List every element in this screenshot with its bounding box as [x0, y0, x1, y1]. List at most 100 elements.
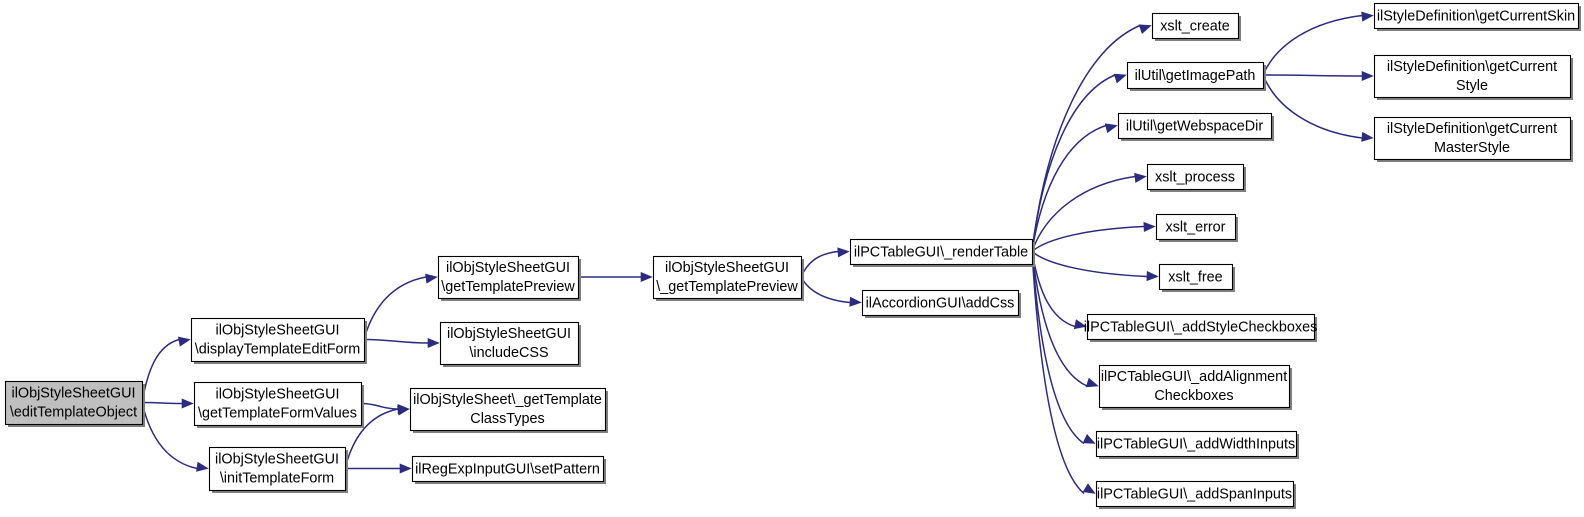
node-label-line1: ilStyleDefinition\getCurrent [1387, 121, 1557, 137]
graph-edge-editTemplateObject-to-getTemplateFormValues [141, 398, 194, 409]
node-label-line1: ilObjStyleSheetGUI [665, 260, 789, 276]
graph-node-getTemplatePreview[interactable]: ilObjStyleSheetGUI \getTemplatePreview [437, 255, 582, 302]
graph-node-setPattern[interactable]: ilRegExpInputGUI\setPattern [411, 455, 607, 485]
graph-node-xslt_error[interactable]: xslt_error [1155, 213, 1239, 243]
graph-edge-getImagePath-to-getCurrentSkin [1262, 11, 1374, 76]
node-rect[interactable] [1146, 163, 1245, 191]
node-rect[interactable] [652, 255, 803, 300]
graph-edge-_renderTable-to-_addAlignmentCheckboxes [1031, 251, 1099, 388]
node-rect[interactable] [208, 446, 347, 492]
node-label-line2: MasterStyle [1434, 140, 1510, 156]
node-label-line1: xslt_process [1155, 169, 1235, 185]
node-rect[interactable] [849, 238, 1034, 266]
node-label-line1: ilObjStyleSheetGUI [446, 260, 570, 276]
graph-node-_addSpanInputs[interactable]: ilPCTableGUI\_addSpanInputs [1095, 480, 1297, 510]
node-label-line1: ilObjStyleSheetGUI [216, 322, 340, 338]
node-rect[interactable] [193, 381, 363, 427]
edge-arrowhead [177, 336, 191, 347]
node-rect[interactable] [1373, 2, 1580, 30]
node-rect[interactable] [1098, 364, 1291, 409]
edge-arrowhead [1138, 24, 1152, 34]
edge-line [141, 402, 198, 470]
node-rect[interactable] [1151, 12, 1240, 40]
node-label-line1: ilPCTableGUI\_addAlignment [1101, 369, 1287, 385]
node-label-line1: ilUtil\getWebspaceDir [1126, 118, 1264, 134]
edge-arrowhead [849, 296, 862, 307]
node-label-line2: \displayTemplateEditForm [195, 341, 361, 357]
graph-node-_addStyleCheckboxes[interactable]: ilPCTableGUI\_addStyleCheckboxes [1084, 313, 1318, 343]
node-rect[interactable] [439, 321, 580, 366]
node-rect[interactable] [1095, 430, 1298, 458]
edge-arrowhead [1085, 377, 1099, 388]
edge-arrowhead [640, 271, 653, 283]
edge-line [1031, 251, 1085, 495]
node-rect[interactable] [1126, 61, 1265, 90]
graph-node-xslt_create[interactable]: xslt_create [1151, 12, 1242, 42]
node-label-line1: ilStyleDefinition\getCurrent [1387, 59, 1557, 75]
node-label-line2: \getTemplatePreview [441, 279, 575, 295]
node-rect[interactable] [1158, 263, 1234, 291]
edge-arrowhead [1082, 483, 1096, 494]
node-label-line1: ilUtil\getImagePath [1135, 68, 1256, 84]
node-rect[interactable] [437, 255, 580, 300]
node-rect[interactable] [861, 289, 1020, 317]
edge-arrowhead [1146, 271, 1159, 282]
node-rect[interactable] [1373, 116, 1572, 161]
edge-line [1031, 251, 1085, 445]
graph-edge-_renderTable-to-_addStyleCheckboxes [1031, 251, 1087, 330]
node-rect[interactable] [409, 387, 607, 432]
graph-node-getTemplateFormValues[interactable]: ilObjStyleSheetGUI\getTemplateFormValues [193, 381, 365, 429]
edge-line [1031, 251, 1088, 387]
node-label-line1: ilObjStyleSheetGUI [12, 385, 136, 401]
node-rect[interactable] [1155, 213, 1237, 241]
node-label-line1: ilObjStyleSheetGUI [216, 386, 340, 402]
node-rect[interactable] [1373, 54, 1572, 99]
node-label-line1: xslt_error [1166, 219, 1226, 235]
node-rect[interactable] [1095, 480, 1295, 508]
graph-edge-getImagePath-to-getCurrentMasterStyle [1262, 74, 1374, 142]
graph-edge-displayTemplateEditForm-to-includeCSS [363, 337, 440, 349]
graph-node-includeCSS[interactable]: ilObjStyleSheetGUI\includeCSS [439, 321, 582, 368]
node-rect[interactable] [411, 455, 605, 483]
graph-node-_renderTable[interactable]: ilPCTableGUI\_renderTable [849, 238, 1036, 268]
graph-node-xslt_free[interactable]: xslt_free [1158, 263, 1236, 293]
graph-node-addCss[interactable]: ilAccordionGUI\addCss [861, 289, 1022, 319]
graph-node-getCurrentSkin[interactable]: ilStyleDefinition\getCurrentSkin [1373, 2, 1582, 32]
edge-arrowhead [399, 463, 412, 474]
edge-line [363, 276, 427, 340]
graph-node-xslt_process[interactable]: xslt_process [1146, 163, 1247, 193]
node-label-line1: xslt_create [1160, 18, 1230, 34]
edge-arrowhead [1134, 172, 1147, 183]
graph-node-editTemplateObject[interactable]: ilObjStyleSheetGUI \editTemplateObject [4, 380, 146, 428]
graph-edge-_renderTable-to-_addSpanInputs [1031, 251, 1096, 495]
node-label-line1: ilPCTableGUI\_renderTable [854, 244, 1028, 260]
graph-node-initTemplateForm[interactable]: ilObjStyleSheetGUI\initTemplateForm [208, 446, 349, 494]
node-label-line2: \editTemplateObject [10, 404, 137, 420]
node-label-line2: \_getTemplatePreview [656, 279, 798, 295]
edge-arrowhead [1361, 70, 1374, 82]
graph-edge-getTemplatePreview-to-_getTemplatePreview [578, 271, 653, 283]
graph-edge-_renderTable-to-getImagePath [1031, 73, 1127, 252]
node-label-line1: ilAccordionGUI\addCss [866, 295, 1015, 311]
graph-node-_getTemplatePreview[interactable]: ilObjStyleSheetGUI \_getTemplatePreview [652, 255, 805, 302]
graph-node-_addWidthInputs[interactable]: ilPCTableGUI\_addWidthInputs [1095, 430, 1300, 460]
graph-edge-_renderTable-to-xslt_free [1031, 250, 1159, 282]
graph-node-displayTemplateEditForm[interactable]: ilObjStyleSheetGUI \displayTemplateEditFo… [190, 317, 368, 365]
edge-arrowhead [425, 273, 438, 284]
node-rect[interactable] [1086, 313, 1316, 341]
graph-edge-_renderTable-to-xslt_process [1031, 172, 1147, 252]
node-label-line1: ilObjStyleSheetGUI [447, 326, 571, 342]
node-rect[interactable] [1117, 112, 1273, 140]
edge-line [360, 402, 399, 410]
node-rect[interactable] [190, 317, 366, 363]
graph-node-getWebspaceDir[interactable]: ilUtil\getWebspaceDir [1117, 112, 1275, 142]
graph-edge-editTemplateObject-to-displayTemplateEditForm [141, 336, 191, 403]
graph-edge-_renderTable-to-xslt_error [1031, 221, 1156, 253]
graph-node-getImagePath[interactable]: ilUtil\getImagePath [1126, 61, 1267, 92]
node-rect[interactable] [4, 380, 144, 426]
